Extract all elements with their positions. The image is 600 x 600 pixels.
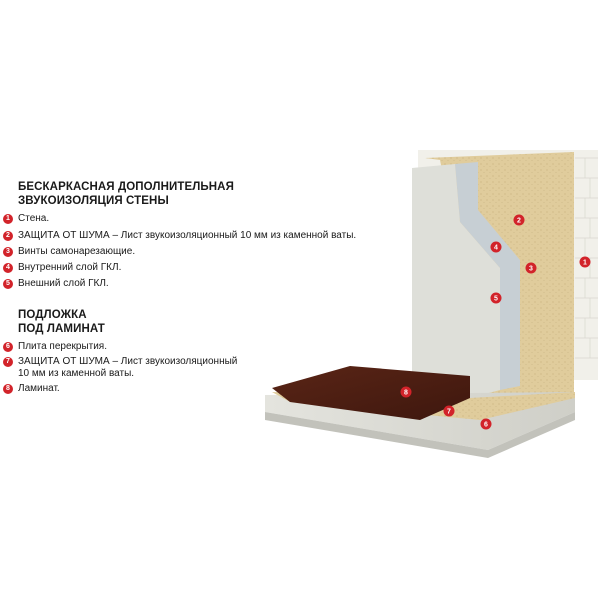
marker-5: 5	[490, 292, 502, 304]
legend-item-text: Ламинат.	[18, 383, 60, 394]
floor-heading-line2: ПОД ЛАМИНАТ	[18, 323, 105, 335]
legend-item-3: 3 Винты самонарезающие.	[3, 246, 135, 258]
legend-item-5: 5 Внешний слой ГКЛ.	[3, 278, 109, 290]
legend-item-text: Винты самонарезающие.	[18, 246, 136, 257]
marker-2: 2	[513, 214, 525, 226]
laminate-floor	[272, 366, 470, 420]
legend-item-6: 6 Плита перекрытия.	[3, 341, 107, 353]
marker-badge: 3	[3, 247, 13, 257]
marker-6: 6	[480, 418, 492, 430]
legend-item-text: ЗАЩИТА ОТ ШУМА – Лист звукоизоляционный …	[18, 356, 238, 379]
marker-badge: 7	[3, 357, 13, 367]
legend-item-text: Внутренний слой ГКЛ.	[18, 262, 122, 273]
marker-label: 1	[583, 260, 587, 267]
marker-label: 8	[404, 390, 408, 397]
marker-label: 5	[494, 296, 498, 303]
legend-item-1: 1 Стена.	[3, 213, 49, 225]
marker-label: 4	[494, 245, 498, 252]
wall-heading-line1: БЕСКАРКАСНАЯ ДОПОЛНИТЕЛЬНАЯ	[18, 181, 234, 193]
legend-item-7: 7 ЗАЩИТА ОТ ШУМА – Лист звукоизоляционны…	[3, 356, 237, 380]
marker-label: 6	[484, 422, 488, 429]
marker-3: 3	[525, 262, 537, 274]
wall-heading-line2: ЗВУКОИЗОЛЯЦИЯ СТЕНЫ	[18, 195, 169, 207]
marker-badge: 4	[3, 263, 13, 273]
marker-label: 3	[529, 266, 533, 273]
marker-4: 4	[490, 241, 502, 253]
marker-8: 8	[400, 386, 412, 398]
floor-heading-line1: ПОДЛОЖКА	[18, 309, 87, 321]
inner-drywall-layer	[455, 162, 520, 390]
marker-label: 7	[447, 409, 451, 416]
legend-item-text: Внешний слой ГКЛ.	[18, 278, 109, 289]
legend-item-2: 2 ЗАЩИТА ОТ ШУМА – Лист звукоизоляционны…	[3, 230, 356, 242]
legend-item-4: 4 Внутренний слой ГКЛ.	[3, 262, 121, 274]
marker-1: 1	[579, 256, 591, 268]
marker-badge: 1	[3, 214, 13, 224]
marker-badge: 2	[3, 231, 13, 241]
marker-badge: 8	[3, 384, 13, 394]
legend-item-text: ЗАЩИТА ОТ ШУМА – Лист звукоизоляционный …	[18, 230, 357, 241]
marker-badge: 6	[3, 342, 13, 352]
outer-drywall-layer	[412, 164, 500, 398]
legend-item-text: Плита перекрытия.	[18, 341, 107, 352]
marker-badge: 5	[3, 279, 13, 289]
wall-section-heading: БЕСКАРКАСНАЯ ДОПОЛНИТЕЛЬНАЯ ЗВУКОИЗОЛЯЦИ…	[18, 180, 234, 208]
legend-item-text: Стена.	[18, 213, 50, 224]
legend-item-8: 8 Ламинат.	[3, 383, 60, 395]
floor-section-heading: ПОДЛОЖКА ПОД ЛАМИНАТ	[18, 308, 105, 336]
marker-label: 2	[517, 218, 521, 225]
marker-7: 7	[443, 405, 455, 417]
